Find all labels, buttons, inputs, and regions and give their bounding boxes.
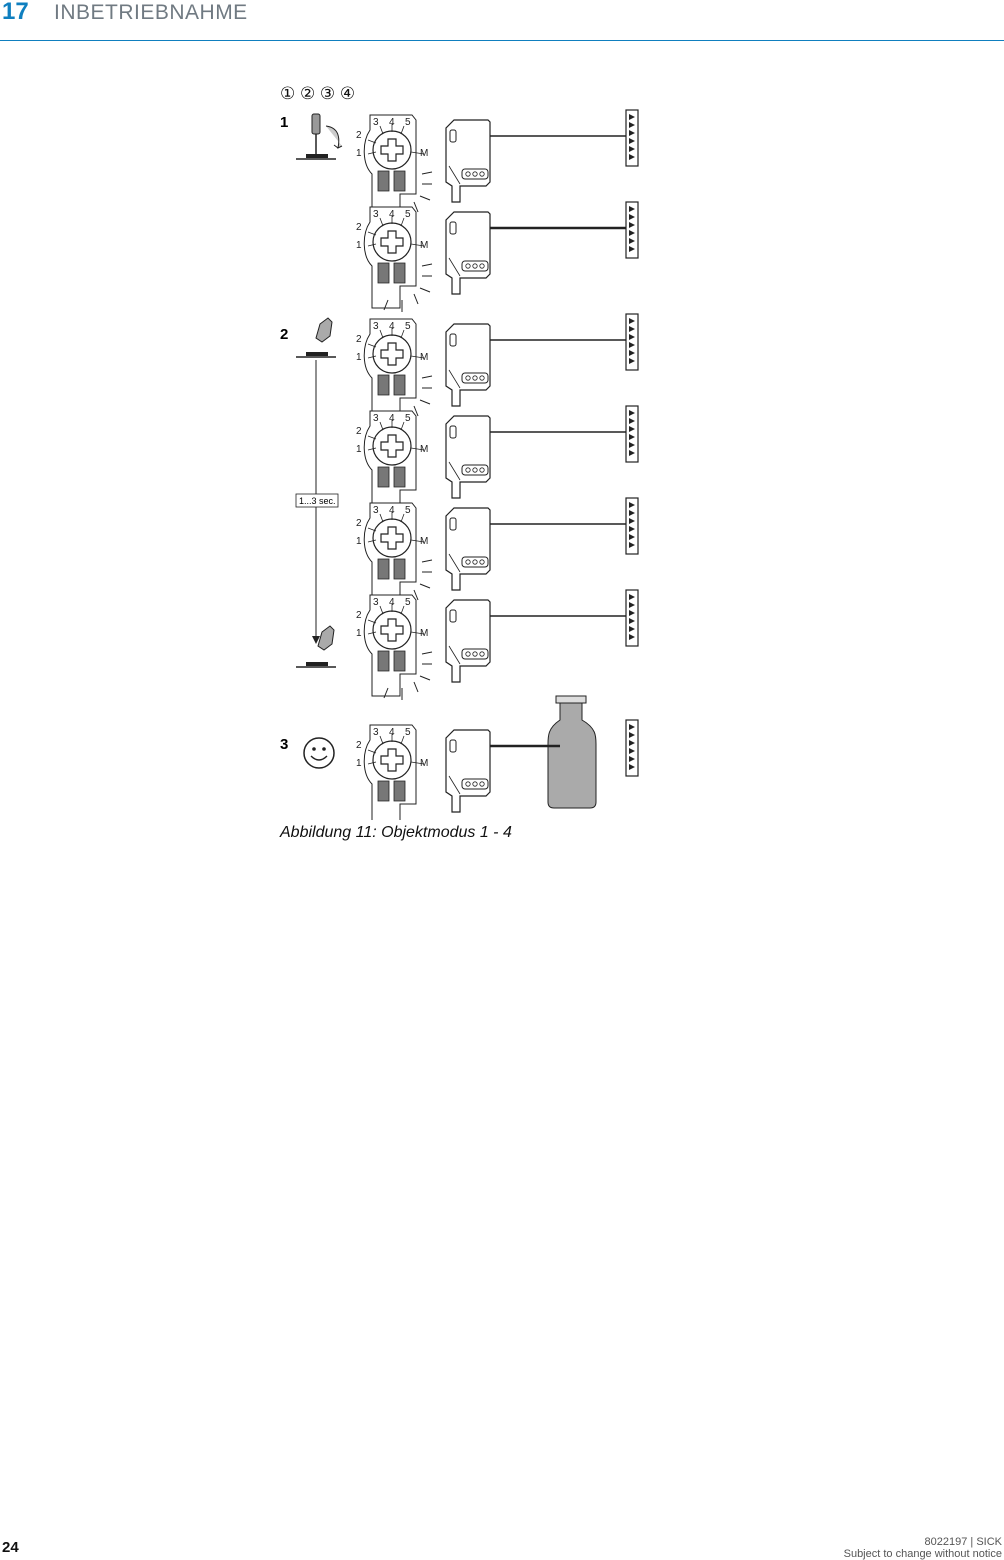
dial-label: 5: [405, 117, 411, 128]
page-number: 24: [2, 1539, 19, 1556]
potentiometer-dial: [363, 114, 425, 217]
header-rule: [0, 40, 1004, 41]
dial-label: 3: [373, 727, 379, 738]
dial-label: 2: [356, 740, 362, 751]
dial-label: 3: [373, 597, 379, 608]
dial-label: 1: [356, 444, 362, 455]
step-number: 1: [280, 114, 288, 131]
step-number: 3: [280, 736, 288, 753]
reflector: [625, 201, 639, 259]
finger-press-icon: [296, 317, 336, 358]
dial-label: 5: [405, 209, 411, 220]
sensor-housing: [445, 119, 491, 203]
page-header: 17 INBETRIEBNAHME: [0, 0, 1004, 42]
reflector: [625, 109, 639, 167]
dial-label: 4: [389, 597, 395, 608]
legend-symbols: ① ② ③ ④: [280, 84, 355, 103]
dial-label: 1: [356, 628, 362, 639]
dial-label: 2: [356, 130, 362, 141]
dial-label: M: [420, 148, 428, 159]
figure-diagram: ① ② ③ ④ 1 2 3 1...3 sec.: [280, 84, 639, 827]
dial-label: 3: [373, 505, 379, 516]
dial-label: M: [420, 240, 428, 251]
potentiometer-dial: [363, 502, 425, 605]
dial-label: M: [420, 628, 428, 639]
dial-label: 4: [389, 321, 395, 332]
sensor-housing: [445, 415, 491, 499]
smiley-icon: [303, 737, 335, 769]
dial-label: 3: [373, 209, 379, 220]
dial-label: M: [420, 758, 428, 769]
footer-info: 8022197 | SICK Subject to change without…: [844, 1536, 1002, 1560]
dial-label: 4: [389, 413, 395, 424]
dial-label: M: [420, 444, 428, 455]
sensor-housing: [445, 211, 491, 295]
chapter-number: 17: [2, 0, 29, 25]
dial-label: 4: [389, 727, 395, 738]
dial-label: 3: [373, 321, 379, 332]
dial-label: 4: [389, 505, 395, 516]
dial-label: M: [420, 352, 428, 363]
bottle-icon: [547, 695, 597, 809]
dial-label: M: [420, 536, 428, 547]
timing-arrow-icon: [312, 636, 320, 644]
chapter-title: INBETRIEBNAHME: [54, 1, 248, 24]
dial-label: 1: [356, 148, 362, 159]
dial-label: 2: [356, 518, 362, 529]
dial-label: 2: [356, 426, 362, 437]
change-notice: Subject to change without notice: [843, 1548, 1002, 1560]
dial-label: 5: [405, 505, 411, 516]
timer-label-box: 1...3 sec.: [295, 493, 339, 508]
dial-label: 4: [389, 117, 395, 128]
potentiometer-dial: [363, 410, 425, 513]
dial-label: 2: [356, 222, 362, 233]
dial-label: 3: [373, 413, 379, 424]
reflector: [625, 313, 639, 371]
finger-release-icon: [296, 625, 336, 668]
figure-objektmodus: ① ② ③ ④ 1 2 3 1...3 sec.: [260, 80, 680, 827]
sensor-housing: [445, 323, 491, 407]
sensor-housing: [445, 729, 491, 813]
timer-label: 1...3 sec.: [299, 496, 336, 506]
dial-label: 5: [405, 727, 411, 738]
dial-label: 4: [389, 209, 395, 220]
reflector: [625, 405, 639, 463]
step-number: 2: [280, 326, 288, 343]
dial-label: 5: [405, 597, 411, 608]
dial-label: 2: [356, 334, 362, 345]
potentiometer-dial: [363, 206, 425, 309]
dial-label: 2: [356, 610, 362, 621]
screwdriver-icon: [296, 113, 343, 160]
sensor-housing: [445, 507, 491, 591]
dial-label: 1: [356, 758, 362, 769]
dial-label: 3: [373, 117, 379, 128]
reflector: [625, 719, 639, 777]
dial-label: 5: [405, 321, 411, 332]
doc-id: 8022197 | SICK: [924, 1536, 1002, 1548]
potentiometer-dial: [363, 594, 425, 697]
sensor-housing: [445, 599, 491, 683]
dial-label: 1: [356, 536, 362, 547]
potentiometer-dial: [363, 318, 425, 421]
reflector: [625, 497, 639, 555]
figure-caption: Abbildung 11: Objektmodus 1 - 4: [280, 824, 512, 841]
dial-label: 1: [356, 240, 362, 251]
potentiometer-dial: [363, 724, 425, 827]
dial-label: 1: [356, 352, 362, 363]
dial-label: 5: [405, 413, 411, 424]
reflector: [625, 589, 639, 647]
